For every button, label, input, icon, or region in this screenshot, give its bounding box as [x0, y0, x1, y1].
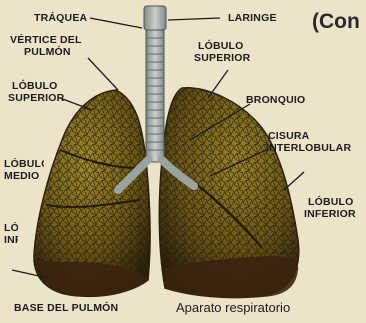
label-cisura: CISURA INTERLOBULAR — [266, 130, 351, 154]
left-lung — [34, 90, 150, 296]
label-bronquio: BRONQUIO — [246, 94, 305, 106]
label-lobulo-superior-left: LÓBULO SUPERIOR — [8, 80, 64, 104]
section-heading: (Con — [312, 10, 360, 34]
label-lobulo-inferior-left: LÓBULO INFERIOR — [4, 222, 18, 246]
label-base: BASE DEL PULMÓN — [14, 302, 118, 314]
label-lobulo-medio: LÓBULO MEDIO — [4, 158, 44, 182]
caption: Aparato respiratorio — [176, 300, 290, 315]
label-vertice: VÉRTICE DEL PULMÓN — [10, 34, 82, 58]
label-traquea: TRÁQUEA — [34, 12, 87, 24]
right-lung — [159, 88, 298, 298]
label-lobulo-superior-right: LÓBULO SUPERIOR — [194, 40, 250, 64]
label-lobulo-inferior-right: LÓBULO INFERIOR — [304, 196, 356, 220]
label-laringe: LARINGE — [228, 12, 277, 24]
